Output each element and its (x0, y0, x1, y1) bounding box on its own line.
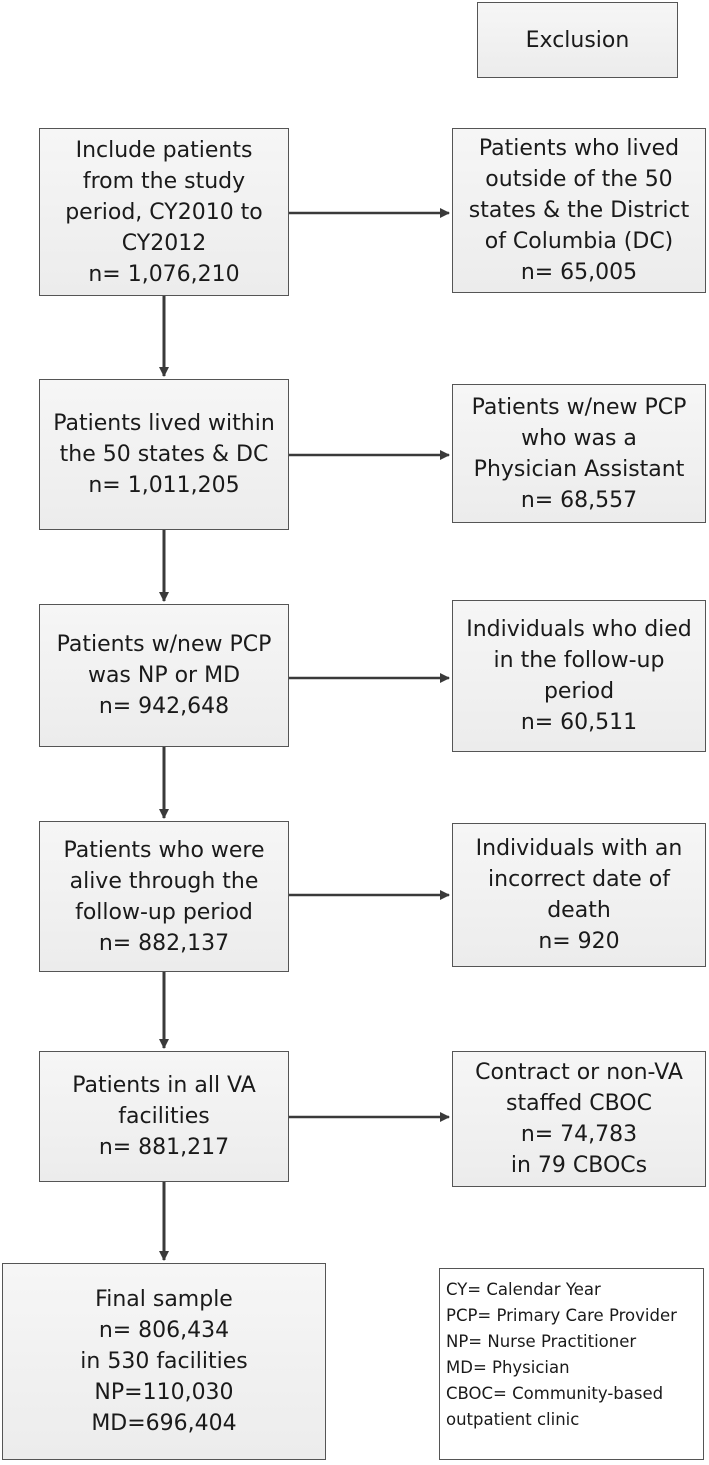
legend-line: CY= Calendar Year (446, 1280, 601, 1299)
flow-box-count: n= 882,137 (98, 930, 230, 956)
exclusion-box-line: who was a (521, 425, 637, 451)
exclusion-box-line: Physician Assistant (473, 456, 685, 482)
flow-box-count: n= 942,648 (98, 694, 230, 719)
flow-box-count: n= 1,076,210 (88, 261, 240, 287)
exclusion-box-line: Individuals who died (466, 617, 692, 642)
flow-box-line: facilities (118, 1104, 210, 1129)
exclusion-box-line: of Columbia (DC) (484, 229, 674, 254)
exclusion-box-line: states & the District (468, 198, 690, 223)
exclusion-box-incorrect-death-date: Individuals with an incorrect date of de… (452, 823, 706, 967)
exclusion-box-count: n= 920 (538, 929, 620, 954)
flow-box-line: CY2012 (121, 230, 207, 256)
legend-line: CBOC= Community-based (446, 1384, 664, 1403)
flow-box-count: n= 881,217 (98, 1135, 230, 1160)
exclusion-box-line: in 79 CBOCs (510, 1153, 648, 1178)
flow-box-line: MD=696,404 (91, 1411, 237, 1436)
flow-box-line: period, CY2010 to (65, 199, 263, 225)
exclusion-box-line: Patients who lived (478, 136, 680, 161)
exclusion-box-line: period (543, 679, 615, 704)
exclusion-box-physician-assistant: Patients w/new PCP who was a Physician A… (452, 384, 706, 523)
flow-box-line: in 530 facilities (80, 1349, 248, 1374)
flow-box-va-facilities: Patients in all VA facilities n= 881,217 (39, 1051, 289, 1182)
exclusion-header-box: Exclusion (477, 2, 678, 78)
exclusion-box-line: outside of the 50 (485, 167, 673, 192)
exclusion-box-contract-cboc: Contract or non-VA staffed CBOC n= 74,78… (452, 1051, 706, 1187)
flow-box-line: Patients lived within (53, 411, 275, 436)
exclusion-box-outside-states: Patients who lived outside of the 50 sta… (452, 128, 706, 293)
legend-line: outpatient clinic (446, 1410, 580, 1429)
flow-box-final-sample: Final sample n= 806,434 in 530 facilitie… (2, 1263, 326, 1460)
exclusion-box-line: Individuals with an (475, 836, 683, 861)
exclusion-box-line: Patients w/new PCP (471, 394, 687, 420)
exclusion-box-died: Individuals who died in the follow-up pe… (452, 600, 706, 752)
flow-box-line: Include patients (75, 137, 253, 163)
legend-line: MD= Physician (446, 1358, 570, 1377)
exclusion-box-line: staffed CBOC (506, 1091, 652, 1116)
flow-box-line: follow-up period (75, 899, 253, 925)
flow-box-lived-within: Patients lived within the 50 states & DC… (39, 379, 289, 530)
flow-box-alive: Patients who were alive through the foll… (39, 821, 289, 972)
flow-box-line: was NP or MD (87, 663, 241, 688)
flow-box-line: alive through the (69, 868, 259, 894)
exclusion-box-line: death (547, 898, 611, 923)
flow-box-count: n= 1,011,205 (88, 473, 240, 498)
exclusion-box-count: n= 74,783 (520, 1122, 638, 1147)
legend-line: PCP= Primary Care Provider (446, 1306, 677, 1325)
flow-box-line: Patients who were (63, 837, 265, 863)
exclusion-box-line: in the follow-up (493, 648, 665, 673)
legend-line: NP= Nurse Practitioner (446, 1332, 637, 1351)
exclusion-box-count: n= 60,511 (520, 710, 638, 735)
flow-box-new-pcp: Patients w/new PCP was NP or MD n= 942,6… (39, 604, 289, 747)
flow-box-study-period: Include patients from the study period, … (39, 128, 289, 296)
exclusion-box-count: n= 65,005 (520, 260, 638, 285)
flow-box-line: NP=110,030 (94, 1380, 234, 1405)
flow-box-count: n= 806,434 (98, 1318, 230, 1343)
flow-box-line: from the study (82, 168, 246, 194)
exclusion-box-line: incorrect date of (488, 867, 670, 892)
flow-box-line: Patients w/new PCP (56, 632, 272, 657)
flow-box-line: Final sample (95, 1287, 233, 1312)
exclusion-box-count: n= 68,557 (520, 487, 638, 513)
exclusion-box-line: Contract or non-VA (475, 1060, 683, 1085)
abbreviation-legend: CY= Calendar Year PCP= Primary Care Prov… (439, 1268, 704, 1460)
exclusion-header-label: Exclusion (525, 27, 630, 53)
flow-box-line: the 50 states & DC (59, 442, 269, 467)
flow-box-line: Patients in all VA (72, 1073, 256, 1098)
